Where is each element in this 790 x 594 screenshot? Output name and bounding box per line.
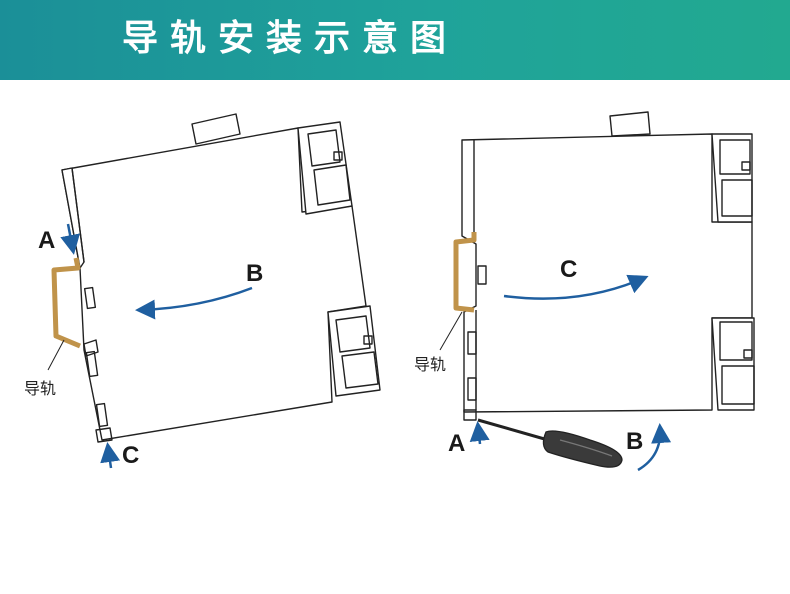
right-din-rail	[453, 232, 477, 313]
left-label-b: B	[246, 260, 264, 287]
left-label-a: A	[38, 227, 56, 254]
right-arrow-b	[637, 423, 672, 472]
right-label-c: C	[560, 256, 578, 283]
right-label-b: B	[626, 428, 644, 455]
left-device	[61, 113, 381, 443]
left-label-c: C	[122, 442, 140, 469]
screwdriver	[477, 418, 623, 468]
left-arrow-b	[135, 286, 253, 320]
right-device	[461, 111, 755, 421]
right-arrow-a	[469, 421, 490, 445]
left-din-rail	[51, 257, 81, 349]
title-banner: 导轨安装示意图	[0, 0, 790, 80]
left-rail-label: 导轨	[24, 379, 57, 398]
page-title: 导轨安装示意图	[122, 18, 459, 59]
right-rail-label: 导轨	[414, 355, 447, 374]
left-arrow-c	[100, 442, 121, 469]
right-arrow-c	[503, 274, 649, 300]
left-arrow-a	[60, 223, 80, 255]
right-label-a: A	[448, 430, 466, 457]
